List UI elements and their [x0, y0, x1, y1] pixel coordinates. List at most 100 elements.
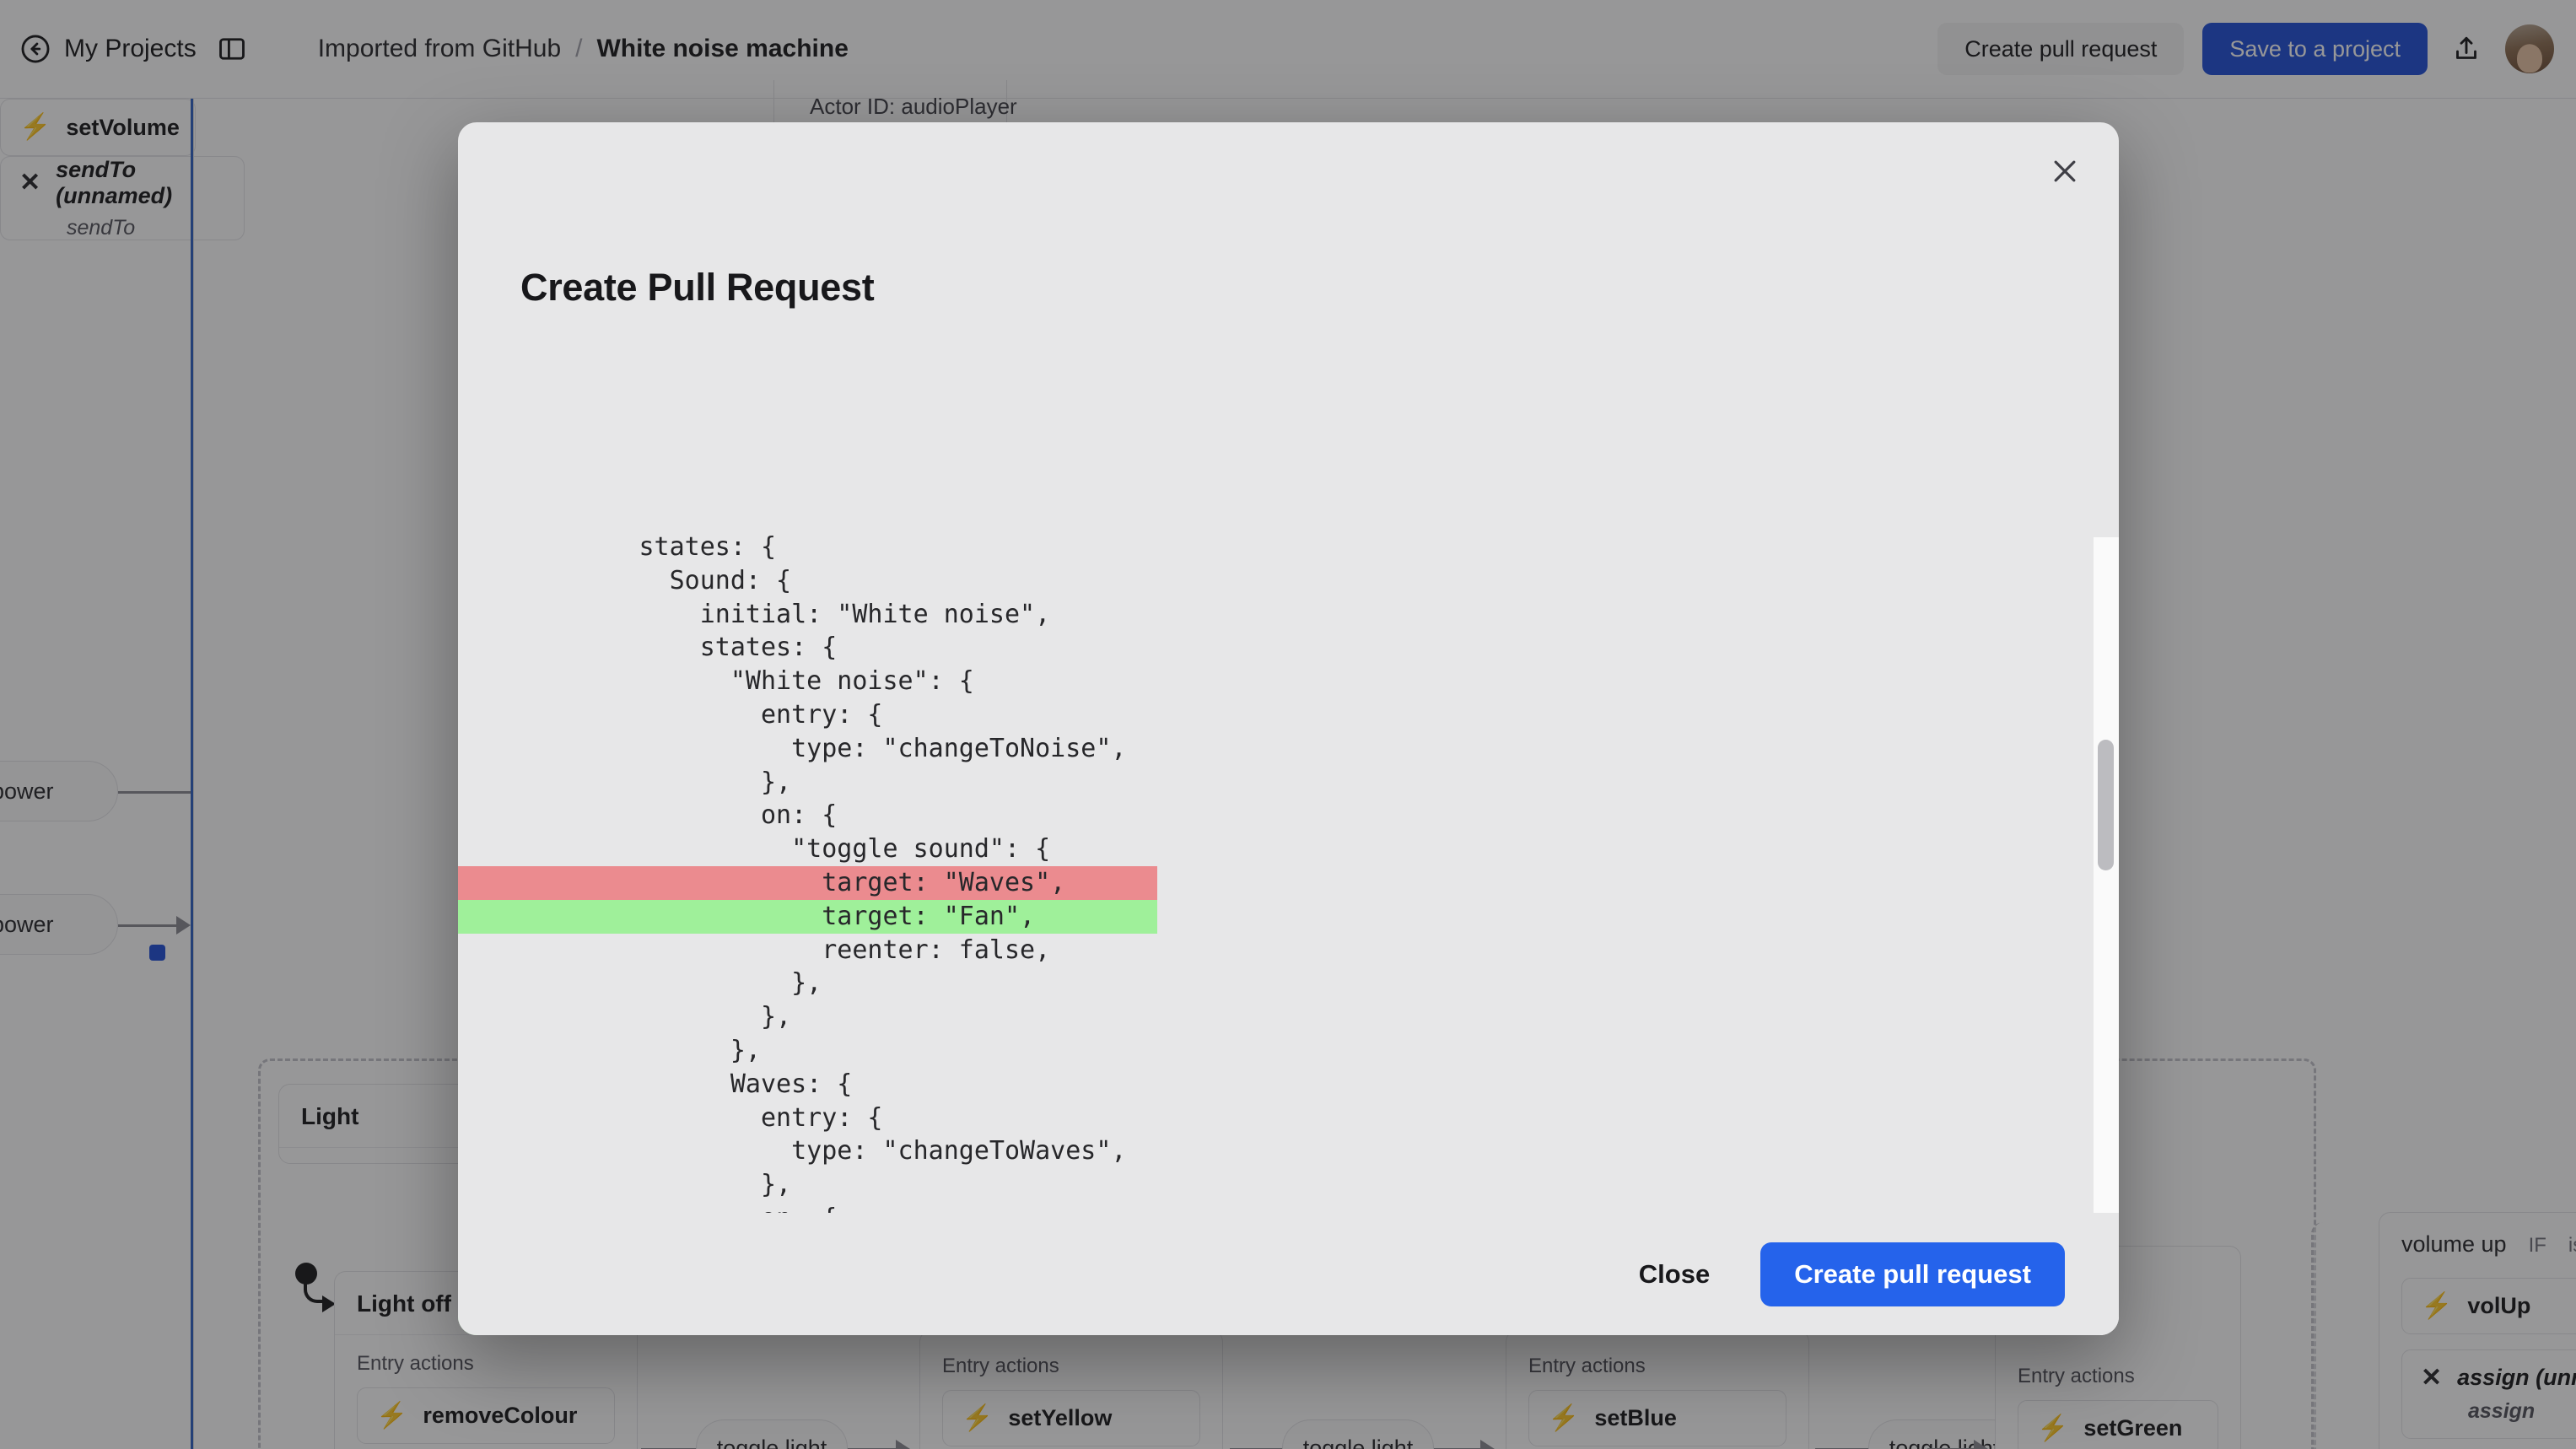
action-box-setblue[interactable]: ⚡ setBlue: [1528, 1390, 1786, 1446]
guard-if-label: IF: [2528, 1234, 2546, 1257]
bolt-icon: ⚡: [376, 1401, 408, 1430]
bolt-icon: ⚡: [1548, 1403, 1580, 1432]
entry-actions-label: Entry actions: [357, 1352, 474, 1375]
x-icon: ✕: [19, 168, 41, 197]
my-projects-link[interactable]: My Projects: [19, 32, 197, 66]
breadcrumb-separator: /: [575, 35, 583, 62]
action-box-removecolour[interactable]: ⚡ removeColour: [357, 1387, 615, 1444]
x-icon: ✕: [2421, 1363, 2443, 1392]
panel-divider: [191, 99, 193, 1449]
state-node-yellow[interactable]: Entry actions ⚡ setYellow: [919, 1330, 1223, 1449]
action-chip-sendto[interactable]: ✕ sendTo (unnamed) sendTo: [0, 156, 245, 240]
code-line-ctx-5: entry: {: [517, 699, 883, 730]
state-title: Light: [279, 1085, 564, 1148]
action-box-setgreen[interactable]: ⚡ setGreen: [2018, 1400, 2218, 1449]
top-bar-right: Create pull request Save to a project: [1937, 23, 2576, 75]
breadcrumb-current: White noise machine: [596, 35, 849, 62]
code-line-ctx-1: Sound: {: [517, 565, 792, 595]
transition-pill-label: gle power: [0, 778, 54, 804]
state-node-volume[interactable]: volume up IF isN ⚡ volUp ✕ assign (unnam: [2379, 1212, 2576, 1449]
action-box-setyellow[interactable]: ⚡ setYellow: [942, 1390, 1200, 1446]
action-row: ✕ assign (unnam: [2421, 1365, 2576, 1391]
action-label: assign (unnam: [2457, 1365, 2576, 1390]
code-line-ctx-19: },: [517, 1170, 792, 1200]
action-chip-setvolume[interactable]: ⚡ setVolume: [0, 99, 196, 156]
state-body: Entry actions ⚡ setYellow: [920, 1331, 1222, 1449]
transition-pill-toggle-power-2[interactable]: gle power: [0, 894, 118, 955]
code-line-ctx-8: on: {: [517, 800, 838, 831]
guard-header: volume up IF isN: [2379, 1213, 2576, 1273]
action-box-volup[interactable]: ⚡ volUp: [2401, 1278, 2576, 1334]
initial-state-curve: [304, 1276, 324, 1303]
transition-pill-label: toggle light: [1889, 1435, 2000, 1449]
entry-actions-label: Entry actions: [1528, 1355, 1646, 1377]
initial-state-arrow: [322, 1295, 336, 1312]
action-label: volUp: [2467, 1293, 2531, 1318]
edge-arrow: [176, 916, 191, 935]
actor-id-box: [773, 80, 1007, 129]
vertical-scrollbar-thumb[interactable]: [2098, 740, 2114, 870]
transition-pill-toggle-light-2[interactable]: toggle light: [1282, 1419, 1434, 1449]
transition-pill-toggle-light-1[interactable]: toggle light: [696, 1419, 848, 1449]
selection-handle[interactable]: [149, 945, 165, 961]
action-label: setBlue: [1594, 1405, 1677, 1430]
code-line-ctx-16: Waves: {: [517, 1069, 853, 1099]
create-pull-request-submit-button[interactable]: Create pull request: [1760, 1242, 2065, 1306]
close-button[interactable]: Close: [1610, 1242, 1738, 1306]
share-upload-icon[interactable]: [2446, 29, 2487, 69]
code-line-ctx-9: "toggle sound": {: [517, 834, 1051, 865]
state-body: Entry actions ⚡ removeColour: [335, 1335, 637, 1449]
actor-id: Actor ID: audioPlayer: [810, 94, 1017, 120]
code-line-ctx-2: initial: "White noise",: [517, 599, 1051, 629]
state-body: Entry actions ⚡ setGreen: [1996, 1247, 2240, 1449]
bolt-icon: ⚡: [2421, 1291, 2453, 1320]
code-line-ctx-17: entry: {: [517, 1102, 883, 1133]
action-sub: assign: [2468, 1399, 2536, 1423]
action-label: setYellow: [1008, 1405, 1113, 1430]
save-to-project-button[interactable]: Save to a project: [2202, 23, 2428, 75]
edge-arrow: [896, 1440, 910, 1449]
breadcrumb: Imported from GitHub / White noise machi…: [318, 35, 849, 63]
dialog-title: Create Pull Request: [520, 266, 875, 309]
action-chip-row: ⚡ setVolume: [19, 113, 180, 141]
back-circle-arrow-icon[interactable]: [19, 32, 52, 66]
code-line-ctx-12: reenter: false,: [517, 935, 1051, 965]
bolt-icon: ⚡: [2037, 1414, 2069, 1442]
edge-line: [118, 924, 179, 927]
guard-condition-label: isN: [2568, 1234, 2576, 1257]
action-box-assign[interactable]: ✕ assign (unnam assign: [2401, 1349, 2576, 1439]
close-icon[interactable]: [2041, 148, 2088, 195]
code-line-ctx-6: type: "changeToNoise",: [517, 733, 1127, 763]
code-line-add-11: target: "Fan",: [458, 899, 1157, 934]
state-node-blue[interactable]: Entry actions ⚡ setBlue: [1506, 1330, 1809, 1449]
code-line-ctx-4: "White noise": {: [517, 666, 974, 697]
code-line-ctx-15: },: [517, 1035, 761, 1065]
my-projects-label: My Projects: [64, 35, 197, 62]
vertical-scrollbar-track[interactable]: [2094, 537, 2119, 1335]
code-line-del-10: target: "Waves",: [458, 865, 1157, 900]
code-line-ctx-3: states: {: [517, 633, 838, 663]
transition-pill-toggle-power-1[interactable]: gle power: [0, 761, 118, 821]
action-label: removeColour: [423, 1403, 578, 1428]
edge-arrow: [1974, 1440, 1988, 1449]
bolt-icon: ⚡: [19, 113, 51, 141]
code-line-ctx-7: },: [517, 767, 792, 797]
state-body: Entry actions ⚡ setBlue: [1506, 1331, 1808, 1449]
top-bar-left: My Projects: [0, 29, 252, 69]
code-line-ctx-13: },: [517, 968, 822, 999]
create-pull-request-button[interactable]: Create pull request: [1937, 23, 2185, 75]
code-line-ctx-14: },: [517, 1002, 792, 1032]
transition-pill-label: gle power: [0, 911, 54, 937]
edge-line: [118, 791, 191, 794]
entry-actions-label: Entry actions: [2018, 1365, 2135, 1387]
top-bar: My Projects Imported from GitHub / White…: [0, 0, 2576, 99]
guard-event-label: volume up: [2401, 1231, 2507, 1257]
avatar[interactable]: [2505, 24, 2554, 73]
sidebar-panel-icon[interactable]: [212, 29, 252, 69]
actor-id-label: Actor ID:: [810, 94, 896, 119]
breadcrumb-parent[interactable]: Imported from GitHub: [317, 35, 562, 62]
actor-id-value: audioPlayer: [901, 94, 1017, 119]
create-pull-request-dialog: Create Pull Request states: { Sound: { i…: [458, 122, 2119, 1335]
entry-actions-label: Entry actions: [942, 1355, 1059, 1377]
